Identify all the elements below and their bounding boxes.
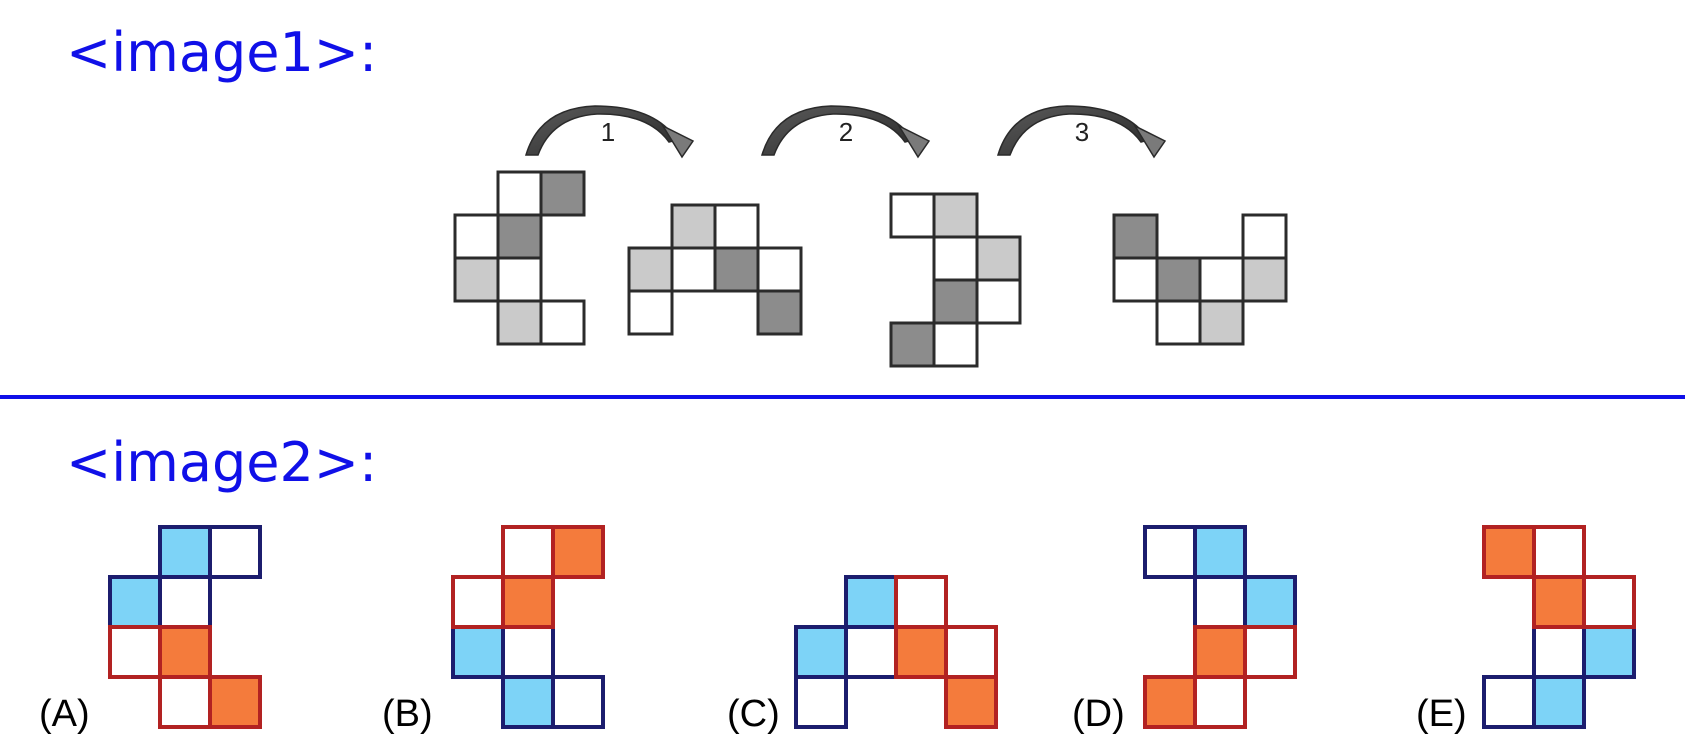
white-cell [1243,625,1297,679]
white-cell [894,575,948,629]
option-a-figure [108,525,262,729]
light-cell [932,192,979,239]
dark-cell [1155,256,1202,303]
dark-cell [539,170,586,217]
white-cell [208,525,262,579]
white-cell [108,625,162,679]
image1-title: <image1>: [66,21,378,84]
blank-cell [889,192,936,239]
sequence-figure-3 [889,192,1022,368]
rotation-arrow-1: 1 [524,105,695,159]
white-cell [944,625,998,679]
orange-cell [1482,525,1536,579]
blank-cell [496,170,543,217]
white-cell [1143,525,1197,579]
blank-cell [1198,256,1245,303]
blank-cell [932,235,979,282]
option-a-label: (A) [39,693,90,735]
white-cell [1193,575,1247,629]
dark-cell [713,246,760,293]
option-c-figure [794,575,998,729]
orange-cell [944,675,998,729]
orange-cell [894,625,948,679]
blank-cell [1155,299,1202,346]
blue-cell [794,625,848,679]
blue-cell [1532,675,1586,729]
rotation-arrow-3: 3 [996,105,1167,159]
white-cell [501,625,555,679]
white-cell [844,625,898,679]
light-cell [670,203,717,250]
light-cell [1198,299,1245,346]
blue-cell [1582,625,1636,679]
blank-cell [713,203,760,250]
white-cell [1532,625,1586,679]
blank-cell [627,289,674,336]
light-cell [453,256,500,303]
light-cell [1241,256,1288,303]
white-cell [158,675,212,729]
option-b-figure [451,525,605,729]
blue-cell [1243,575,1297,629]
white-cell [1582,575,1636,629]
step-label-3: 3 [1075,117,1089,147]
option-d-figure [1143,525,1297,729]
option-b-label: (B) [382,693,433,735]
blank-cell [932,321,979,368]
blank-cell [670,246,717,293]
option-e-label: (E) [1416,693,1467,735]
blue-cell [1193,525,1247,579]
orange-cell [1193,625,1247,679]
white-cell [794,675,848,729]
rotation-arrow-2: 2 [760,105,931,159]
option-d-label: (D) [1072,693,1125,735]
step-label-2: 2 [839,117,853,147]
white-cell [1532,525,1586,579]
blue-cell [158,525,212,579]
blank-cell [756,246,803,293]
light-cell [975,235,1022,282]
option-c-label: (C) [727,693,780,735]
dark-cell [496,213,543,260]
blank-cell [453,213,500,260]
option-e-figure [1482,525,1636,729]
section-divider [0,395,1685,399]
orange-cell [1532,575,1586,629]
orange-cell [1143,675,1197,729]
white-cell [1193,675,1247,729]
blue-cell [451,625,505,679]
white-cell [551,675,605,729]
step-label-1: 1 [601,117,615,147]
sequence-figure-4 [1112,213,1288,346]
blank-cell [539,299,586,346]
blank-cell [496,256,543,303]
dark-cell [889,321,936,368]
dark-cell [1112,213,1159,260]
light-cell [627,246,674,293]
sequence-figure-2 [627,203,803,336]
orange-cell [501,575,555,629]
blank-cell [975,278,1022,325]
orange-cell [158,625,212,679]
blue-cell [501,675,555,729]
dark-cell [756,289,803,336]
orange-cell [208,675,262,729]
blank-cell [1241,213,1288,260]
light-cell [496,299,543,346]
image2-title: <image2>: [66,431,378,494]
white-cell [451,575,505,629]
blank-cell [1112,256,1159,303]
blue-cell [844,575,898,629]
sequence-figure-1 [453,170,586,346]
white-cell [1482,675,1536,729]
dark-cell [932,278,979,325]
white-cell [501,525,555,579]
white-cell [158,575,212,629]
orange-cell [551,525,605,579]
blue-cell [108,575,162,629]
